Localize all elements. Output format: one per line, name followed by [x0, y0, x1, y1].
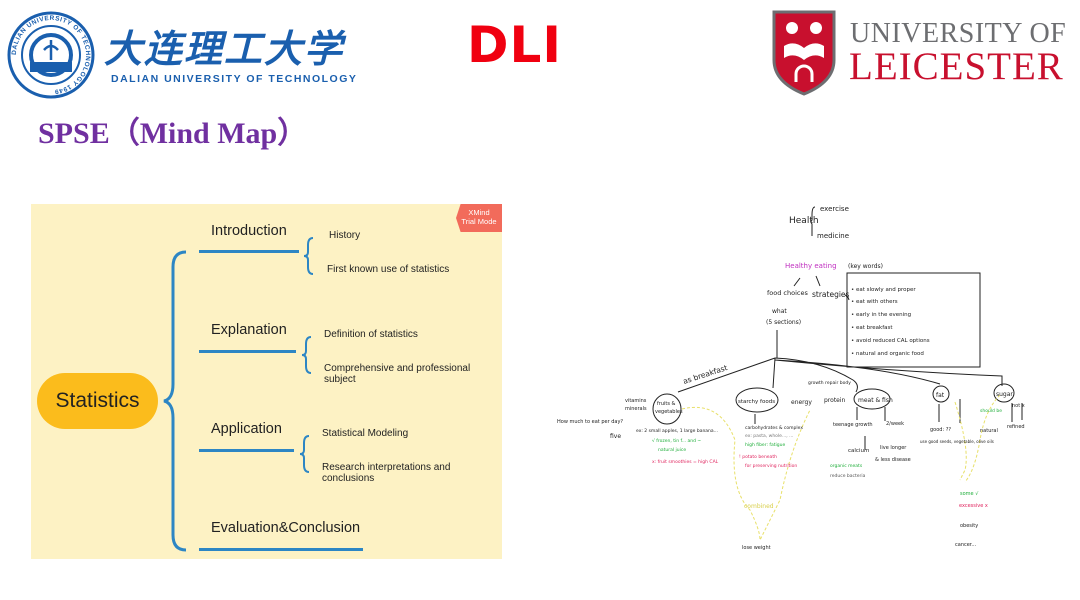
topic-evaluation-conclusion[interactable]: Evaluation&Conclusion [211, 520, 361, 536]
hw-strategy-item: • eat breakfast [851, 325, 893, 331]
topic-application[interactable]: Application [211, 421, 282, 437]
topic-underline [199, 548, 363, 551]
hw-vegetables: vegetables [655, 409, 683, 415]
hw-exercise: exercise [820, 205, 849, 213]
hw-high-fiber: high fiber: fatigue [745, 442, 785, 448]
hw-medicine: medicine [817, 232, 849, 240]
topic-underline [199, 449, 294, 452]
leicester-shield-logo [772, 10, 836, 96]
hw-strategy-item: • early in the evening [851, 312, 911, 318]
hw-meat-fish: meat & fish [858, 397, 893, 404]
hw-excessive: excessive x [959, 503, 988, 509]
subtopic-comprehensive[interactable]: Comprehensive and professional subject [324, 363, 471, 385]
hw-natural: natural [980, 428, 998, 434]
hw-some: some √ [960, 491, 979, 497]
hw-fruits: fruits & [657, 401, 676, 407]
leicester-line1: UNIVERSITY OF [850, 18, 1067, 49]
topic-introduction[interactable]: Introduction [211, 223, 287, 239]
hw-5-sections: (5 sections) [766, 319, 801, 326]
hw-energy: energy [791, 399, 812, 406]
hw-two-week: 2/week [886, 421, 904, 427]
root-node[interactable]: Statistics [37, 373, 158, 429]
hw-minerals: minerals [625, 406, 647, 412]
hw-sugar: sugar [996, 391, 1013, 398]
hw-health: Health [789, 216, 819, 226]
hw-live-longer: live longer [880, 445, 907, 451]
hw-good2: use good seeds, vegetable, olive oils [920, 439, 994, 444]
hw-not: not x [1012, 403, 1025, 409]
hw-reduce: reduce bacteria [830, 473, 866, 479]
topic-underline [199, 250, 299, 253]
hw-healthy-eating: Healthy eating [785, 262, 837, 270]
hw-good: good: ?? [930, 427, 951, 433]
hw-calcium: calcium [848, 448, 869, 454]
hw-fat: fat [936, 392, 945, 399]
hw-what: what [772, 308, 787, 315]
hw-potato: ! potato beneath [739, 454, 777, 460]
hw-strategies: strategies [812, 290, 850, 299]
dut-english-name: DALIAN UNIVERSITY OF TECHNOLOGY [111, 73, 358, 85]
hw-carbs: carbohydrates & complex [745, 425, 803, 431]
main-brace [163, 250, 187, 552]
sub-brace [301, 336, 312, 374]
hw-starchy: starchy foods [738, 399, 775, 405]
leicester-line2: LEICESTER [849, 45, 1064, 88]
dut-seal-logo: DALIAN UNIVERSITY OF TECHNOLOGY 1949 [7, 11, 95, 99]
hw-potato2: for preserving nutrition [745, 463, 797, 469]
hw-cancer: cancer... [955, 542, 977, 548]
hw-strategy-item: • avoid reduced CAL options [851, 338, 930, 344]
hw-key-words: (key words) [848, 263, 883, 270]
topic-underline [199, 350, 296, 353]
hw-cross-note: x: fruit smoothies = high CAL [652, 459, 719, 465]
subtopic-research[interactable]: Research interpretations and conclusions [322, 462, 451, 484]
hw-protein: protein [824, 397, 846, 404]
hw-five: five [610, 433, 621, 440]
hw-teenage: teenage growth [833, 422, 873, 428]
hw-combined: combined [744, 503, 774, 510]
xmind-mindmap: XMind Trial Mode Statistics Introduction… [31, 204, 502, 559]
sub-brace [303, 237, 314, 275]
subtopic-history[interactable]: History [329, 230, 361, 241]
hw-how-much: How much to eat per day? [557, 419, 623, 425]
dut-chinese-name: 大连理工大学 [104, 26, 345, 71]
hw-strategy-item: • eat with others [851, 299, 898, 305]
subtopic-first-known-use[interactable]: First known use of statistics [327, 264, 450, 275]
hw-food-choices: food choices [767, 289, 808, 297]
hw-obesity: obesity [960, 523, 978, 529]
hw-less-disease: & less disease [875, 457, 911, 463]
subtopic-definition[interactable]: Definition of statistics [324, 329, 418, 340]
dli-logo: DLI [467, 16, 562, 74]
hw-carbs2: ex: pasta, whole..., ... [745, 433, 793, 439]
hw-check-note: √ frozen, tin f... and ~ [652, 438, 701, 444]
hw-growth: growth repair body [808, 380, 851, 386]
hw-organic: organic meats [830, 463, 863, 469]
hw-example: ex: 2 small apples, 1 large banana... [636, 428, 718, 434]
sub-brace [299, 435, 310, 473]
watermark-mode: Trial Mode [461, 217, 497, 226]
hw-refined: refined [1007, 424, 1025, 430]
root-label: Statistics [55, 389, 140, 412]
subtopic-modeling[interactable]: Statistical Modeling [322, 428, 409, 439]
hw-strategy-item: • eat slowly and proper [851, 287, 916, 293]
trial-mode-badge: XMind Trial Mode [456, 204, 502, 232]
hw-strategy-item: • natural and organic food [851, 351, 924, 357]
hw-should-be: should be [980, 408, 1002, 414]
hw-lose-weight: lose weight [742, 545, 771, 551]
hw-check-note2: natural juice [658, 447, 686, 453]
topic-explanation[interactable]: Explanation [211, 322, 287, 338]
watermark-app: XMind [468, 208, 490, 217]
hw-vitamins: vitamins [625, 398, 647, 404]
slide-title: SPSE（Mind Map） [38, 117, 308, 150]
